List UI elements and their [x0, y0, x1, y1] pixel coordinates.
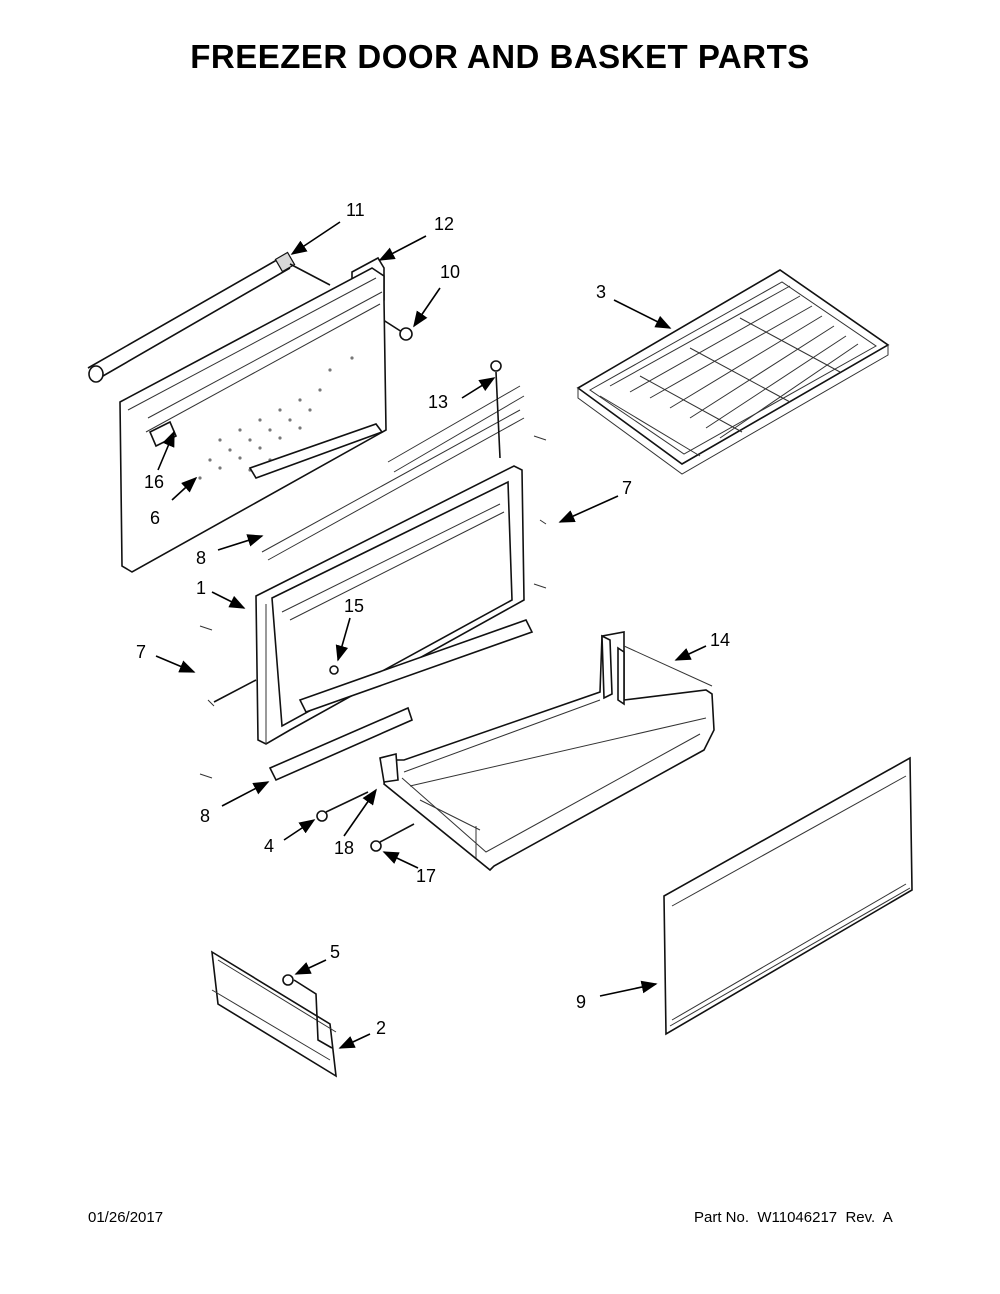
callout-11: 11: [346, 200, 365, 220]
callout-leaders: [155, 221, 707, 1049]
callout-6: 6: [150, 508, 160, 528]
callout-14: 14: [710, 630, 730, 650]
callout-16: 16: [144, 472, 164, 492]
callout-2: 2: [376, 1018, 386, 1038]
door-outer-panel: [87, 251, 413, 573]
callout-5: 5: [330, 942, 340, 962]
callout-10: 10: [440, 262, 460, 282]
callout-8-upper: 8: [196, 548, 206, 568]
page-title: FREEZER DOOR AND BASKET PARTS: [190, 38, 810, 75]
callout-4: 4: [264, 836, 274, 856]
callout-13: 13: [428, 392, 448, 412]
panel-dot-grid: [198, 356, 354, 480]
callout-8-lower: 8: [200, 806, 210, 826]
callout-labels: 11 12 10 3 13 16 6 7 8 1 15 14 7 8 4 18 …: [136, 200, 730, 1038]
basket-trim: [211, 950, 337, 1078]
callout-7-left: 7: [136, 642, 146, 662]
callout-3: 3: [596, 282, 606, 302]
callout-9: 9: [576, 992, 586, 1012]
wire-shelf: [576, 269, 890, 475]
callout-17: 17: [416, 866, 436, 886]
door-liner-frame: [199, 360, 547, 782]
footer-part-number: Part No. W11046217 Rev. A: [694, 1209, 893, 1226]
callout-15: 15: [344, 596, 364, 616]
front-panel: [663, 756, 913, 1036]
callout-7-right: 7: [622, 478, 632, 498]
callout-18: 18: [334, 838, 354, 858]
callout-12: 12: [434, 214, 454, 234]
freezer-basket: [316, 631, 715, 872]
footer-date: 01/26/2017: [88, 1209, 164, 1226]
callout-1: 1: [196, 578, 206, 598]
